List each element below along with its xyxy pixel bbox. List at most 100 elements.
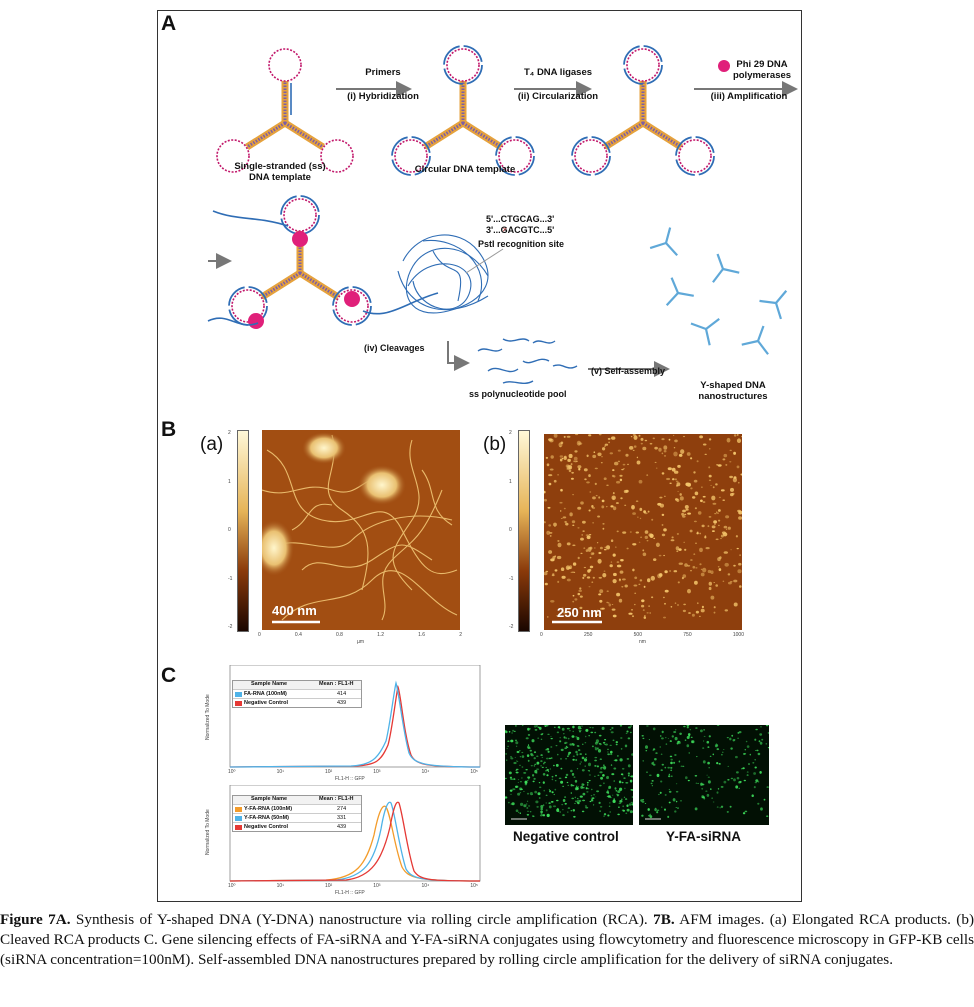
texture-speck: [664, 794, 667, 796]
label-ss-template-1: Single-stranded (ss): [234, 161, 326, 172]
texture-speck: [661, 524, 664, 526]
texture-speck: [678, 453, 683, 457]
texture-speck: [567, 737, 570, 740]
texture-speck: [508, 730, 511, 733]
texture-speck: [642, 737, 645, 740]
panel-c-letter: C: [161, 664, 177, 687]
texture-speck: [737, 569, 742, 574]
texture-speck: [608, 785, 612, 789]
label-seq-bottom: 3'...GACGTC...5': [486, 225, 555, 235]
legend-swatch: [235, 806, 242, 812]
texture-speck: [591, 745, 594, 748]
texture-speck: [525, 769, 528, 771]
texture-speck: [523, 790, 525, 792]
texture-speck: [663, 528, 667, 532]
colorbar-a-tick: -1: [228, 575, 233, 582]
texture-speck: [625, 782, 629, 784]
texture-speck: [621, 586, 624, 588]
texture-speck: [510, 803, 513, 805]
texture-speck: [583, 566, 587, 569]
texture-speck: [678, 562, 683, 565]
texture-speck: [694, 775, 698, 777]
texture-speck: [642, 799, 644, 801]
texture-speck: [575, 800, 577, 802]
texture-speck: [676, 742, 679, 745]
texture-speck: [585, 728, 589, 732]
texture-speck: [549, 790, 552, 793]
texture-speck: [664, 808, 666, 811]
texture-speck: [738, 516, 742, 520]
texture-speck: [556, 799, 559, 802]
flow-bottom-xtick: 10⁵: [470, 883, 478, 889]
texture-speck: [675, 807, 678, 808]
texture-speck: [727, 526, 731, 530]
texture-speck: [656, 773, 660, 778]
texture-speck: [693, 553, 696, 555]
texture-speck: [712, 502, 717, 505]
texture-speck: [616, 480, 621, 484]
texture-speck: [684, 739, 687, 741]
texture-speck: [513, 778, 516, 780]
texture-speck: [582, 784, 585, 786]
texture-speck: [753, 772, 756, 775]
texture-speck: [549, 535, 552, 537]
texture-speck: [631, 803, 633, 806]
texture-speck: [670, 761, 673, 765]
texture-speck: [671, 467, 676, 472]
texture-speck: [674, 602, 677, 604]
texture-speck: [540, 765, 542, 767]
texture-speck: [665, 737, 667, 739]
texture-speck: [607, 437, 611, 440]
texture-speck: [736, 547, 739, 550]
texture-speck: [510, 755, 512, 758]
texture-speck: [661, 472, 665, 475]
texture-speck: [601, 726, 605, 730]
texture-speck: [691, 613, 695, 617]
texture-speck: [594, 467, 598, 470]
texture-speck: [625, 798, 628, 800]
texture-speck: [693, 479, 698, 483]
texture-speck: [555, 774, 557, 777]
texture-speck: [541, 766, 544, 768]
texture-speck: [674, 810, 677, 813]
texture-speck: [575, 434, 579, 436]
texture-speck: [617, 460, 621, 463]
texture-speck: [555, 745, 558, 747]
texture-speck: [690, 457, 693, 460]
texture-speck: [605, 506, 608, 508]
texture-speck: [612, 794, 614, 796]
texture-speck: [548, 550, 553, 554]
texture-speck: [708, 767, 710, 769]
texture-speck: [590, 799, 594, 802]
texture-speck: [667, 766, 670, 769]
texture-speck: [629, 779, 633, 783]
texture-speck: [556, 731, 560, 734]
texture-speck: [594, 759, 597, 762]
texture-speck: [570, 810, 572, 812]
texture-speck: [682, 574, 687, 578]
texture-speck: [751, 794, 754, 797]
texture-speck: [598, 434, 602, 436]
label-self-assembly: (v) Self-assembly: [591, 366, 666, 376]
texture-speck: [718, 524, 720, 527]
texture-speck: [632, 434, 636, 436]
flow-bottom-ylabel: Normalized To Mode: [205, 809, 211, 855]
texture-speck: [597, 452, 602, 457]
texture-speck: [584, 765, 586, 767]
texture-speck: [527, 777, 530, 780]
texture-speck: [682, 765, 685, 767]
texture-speck: [531, 739, 535, 743]
flow-top-xtick: 10³: [373, 769, 381, 775]
texture-speck: [537, 726, 540, 729]
texture-speck: [703, 729, 705, 731]
texture-speck: [589, 800, 592, 803]
texture-speck: [594, 765, 597, 767]
texture-speck: [733, 434, 737, 437]
texture-speck: [624, 787, 626, 790]
texture-speck: [680, 800, 682, 802]
texture-speck: [556, 555, 562, 560]
texture-speck: [566, 435, 571, 438]
texture-speck: [560, 767, 563, 770]
texture-speck: [542, 814, 546, 817]
texture-speck: [694, 807, 698, 811]
